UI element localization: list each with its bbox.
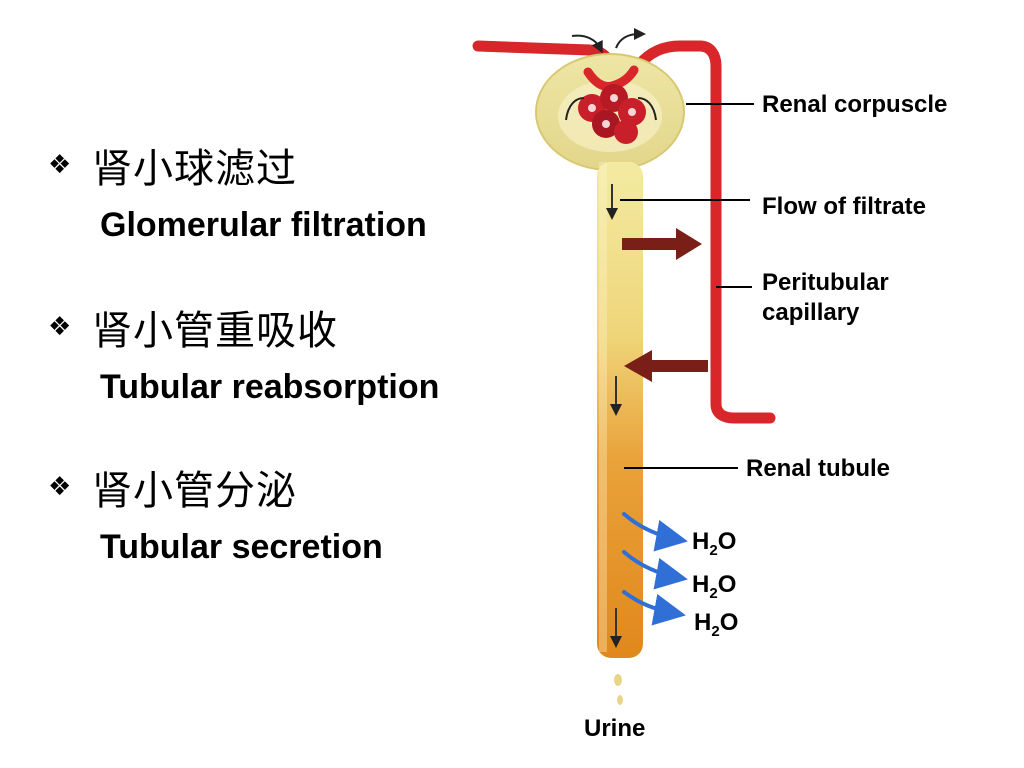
bullet-chinese-text: 肾小管分泌 <box>92 468 297 514</box>
label-peritubular-capillary: Peritubular capillary <box>762 268 889 328</box>
bullet-english-text: Tubular secretion <box>100 528 383 566</box>
bullet-glomerular-filtration: ❖ 肾小球滤过 Glomerular filtration <box>48 136 427 245</box>
diamond-bullet-icon: ❖ <box>48 472 72 502</box>
diamond-bullet-icon: ❖ <box>48 312 72 342</box>
label-water-2: H2O <box>692 571 737 602</box>
label-flow-of-filtrate: Flow of filtrate <box>762 193 926 220</box>
label-peritubular-line1: Peritubular <box>762 269 889 296</box>
secretion-arrow-icon <box>624 350 708 382</box>
bullet-chinese-text: 肾小管重吸收 <box>92 308 338 354</box>
inflow-arrow-icon <box>571 34 603 54</box>
label-urine: Urine <box>584 715 646 742</box>
label-water-3: H2O <box>694 609 739 640</box>
water-arrows <box>622 512 688 626</box>
bullet-english-text: Tubular reabsorption <box>100 368 440 406</box>
label-renal-corpuscle: Renal corpuscle <box>762 91 948 118</box>
filtrate-flow-arrows <box>606 184 622 648</box>
reabsorption-arrow-icon <box>622 228 702 260</box>
bullet-tubular-reabsorption: ❖ 肾小管重吸收 Tubular reabsorption <box>48 298 439 407</box>
bullet-english-text: Glomerular filtration <box>100 206 427 244</box>
leader-lines <box>620 103 754 469</box>
label-water-1: H2O <box>692 528 737 559</box>
glomerulus <box>578 65 646 144</box>
bullet-chinese-text: 肾小球滤过 <box>92 146 297 192</box>
bullet-tubular-secretion: ❖ 肾小管分泌 Tubular secretion <box>48 458 383 567</box>
outflow-arrow-icon <box>615 28 646 49</box>
label-renal-tubule: Renal tubule <box>746 455 891 482</box>
diamond-bullet-icon: ❖ <box>48 150 72 180</box>
label-peritubular-line2: capillary <box>762 299 860 326</box>
urine-drops <box>614 674 623 705</box>
